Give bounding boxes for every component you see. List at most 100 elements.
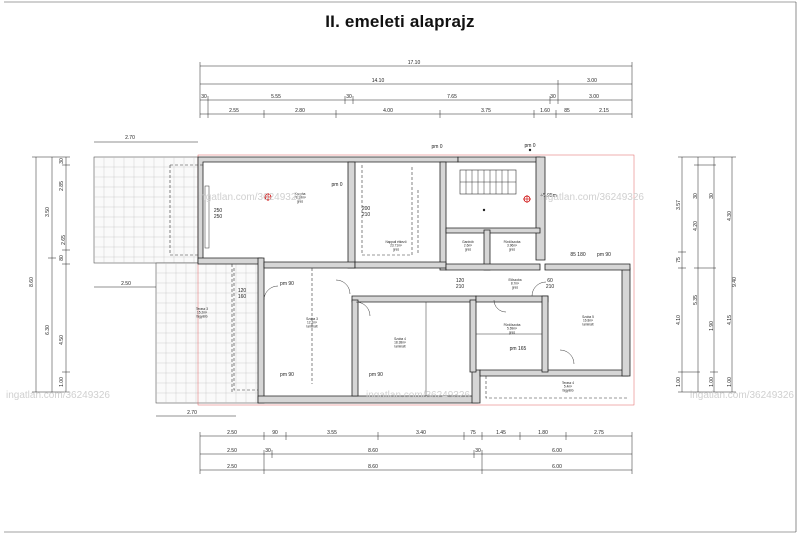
label-120-160: 120 — [238, 288, 247, 294]
right-dimensions — [678, 156, 736, 393]
dim-right-c2-b: 4.20 — [693, 221, 699, 231]
label-200-210: 200 — [362, 206, 371, 212]
label-pm165: pm 165 — [510, 346, 527, 352]
label-pm0-right: pm 0 — [524, 143, 535, 149]
watermark: ingatlan.com/36249326 — [6, 390, 110, 401]
dim-bot-r3-a: 2.50 — [227, 464, 237, 470]
svg-text:210: 210 — [546, 284, 555, 290]
dim-bot-r1-f: 1.45 — [496, 430, 506, 436]
bottom-dimension-labels: 2.50 90 3.55 3.40 75 1.45 1.80 2.75 2.50… — [227, 430, 604, 470]
door-swings — [263, 279, 575, 365]
dim-terrace-width: 2.70 — [125, 135, 135, 141]
watermark: ingatlan.com/36249326 — [540, 192, 644, 203]
dim-top-r4-g: 2.15 — [599, 108, 609, 114]
left-dimensions — [32, 156, 70, 393]
dim-top-r3-a: 30 — [201, 94, 207, 100]
label-pm0-left: pm 0 — [331, 182, 342, 188]
dim-right-c3-a: 30 — [709, 193, 715, 199]
dim-bot-r1-a: 2.50 — [227, 430, 237, 436]
label-pm90-bottom: pm 90 — [369, 372, 383, 378]
level-marker-icon — [264, 193, 272, 201]
dim-top-r4-d: 3.75 — [481, 108, 491, 114]
dim-bot-r3-b: 8.60 — [368, 464, 378, 470]
dim-bot-r2-c: 8.60 — [368, 448, 378, 454]
dim-top-r3-f: 3.00 — [589, 94, 599, 100]
dim-bot-r2-b: 30 — [265, 448, 271, 454]
dim-left-c3-b: 2.85 — [59, 181, 65, 191]
walls — [197, 156, 631, 404]
dim-top-r4-b: 2.80 — [295, 108, 305, 114]
watermark: ingatlan.com/36249326 — [366, 390, 470, 401]
label-pm90-right: pm 90 — [597, 252, 611, 258]
top-dimension-labels: 17.10 14.10 3.00 30 5.55 30 7.65 30 3.00… — [201, 60, 609, 114]
dim-left-c3-c: 80 — [59, 255, 65, 261]
dim-right-c1-b: 75 — [676, 257, 682, 263]
left-dimension-labels: 8.60 3.50 2.65 6.30 30 2.85 80 4.50 1.00 — [29, 158, 67, 387]
dim-right-c1-a: 3.57 — [676, 200, 682, 210]
dim-right-c2-e: 1.00 — [709, 377, 715, 387]
watermark: ingatlan.com/36249326 — [198, 192, 302, 203]
label-250-250: 250 — [214, 208, 223, 214]
svg-text:160: 160 — [238, 294, 247, 300]
dim-top-r4-e: 1.60 — [540, 108, 550, 114]
stairs — [459, 169, 517, 195]
dim-right-c1-d: 1.00 — [676, 377, 682, 387]
dim-left-c2-b: 2.65 — [61, 235, 67, 245]
dim-lower-terrace-bottom: 2.70 — [187, 410, 197, 416]
svg-text:250: 250 — [214, 214, 223, 220]
watermark: ingatlan.com/36249326 — [690, 390, 794, 401]
dim-right-c4-a: 9.40 — [732, 277, 738, 287]
top-dimensions — [199, 62, 633, 118]
svg-text:210: 210 — [456, 284, 465, 290]
dim-right-c3-b: 4.30 — [727, 211, 733, 221]
label-pm90-left: pm 90 — [280, 281, 294, 287]
dim-bot-r1-e: 75 — [470, 430, 476, 436]
dim-left-c3-e: 1.00 — [59, 377, 65, 387]
terrace-lower-left — [155, 262, 261, 404]
dim-bot-r2-a: 2.50 — [227, 448, 237, 454]
dim-bot-r2-d: 30 — [475, 448, 481, 454]
dim-top-r2-b: 3.00 — [587, 78, 597, 84]
dim-left-c2-c: 6.30 — [45, 325, 51, 335]
dim-right-c3-c: 4.15 — [727, 315, 733, 325]
dim-right-c2-a: 30 — [693, 193, 699, 199]
dim-right-c2-c: 5.35 — [693, 295, 699, 305]
label-level-mark: +5.95m — [540, 193, 557, 199]
bottom-dimensions — [199, 432, 633, 474]
svg-text:210: 210 — [362, 212, 371, 218]
dim-left-c1-a: 8.60 — [29, 277, 35, 287]
dim-top-r4-f: 85 — [564, 108, 570, 114]
dim-right-c1-c: 4.10 — [676, 315, 682, 325]
dim-bot-r3-c: 6.00 — [552, 464, 562, 470]
dim-top-r3-c: 30 — [346, 94, 352, 100]
dim-bot-r1-d: 3.40 — [416, 430, 426, 436]
dim-top-r2-a: 14.10 — [372, 78, 385, 84]
dim-top-r4-a: 2.55 — [229, 108, 239, 114]
dim-right-c2-d: 1.90 — [709, 321, 715, 331]
label-pm90-bottom-left: pm 90 — [280, 372, 294, 378]
dim-bot-r1-g: 1.80 — [538, 430, 548, 436]
terrace-upper-left — [93, 156, 199, 264]
label-85-180: 85 180 — [570, 252, 586, 258]
dim-right-c3-d: 1.00 — [727, 377, 733, 387]
dim-top-total: 17.10 — [408, 60, 421, 66]
label-120-210: 120 — [456, 278, 465, 284]
dim-bot-r1-h: 2.75 — [594, 430, 604, 436]
dim-bot-r2-e: 6.00 — [552, 448, 562, 454]
dim-left-c2-a: 3.50 — [45, 207, 51, 217]
label-60-210: 60 — [547, 278, 553, 284]
dim-top-r4-c: 4.00 — [383, 108, 393, 114]
dim-top-r3-b: 5.55 — [271, 94, 281, 100]
